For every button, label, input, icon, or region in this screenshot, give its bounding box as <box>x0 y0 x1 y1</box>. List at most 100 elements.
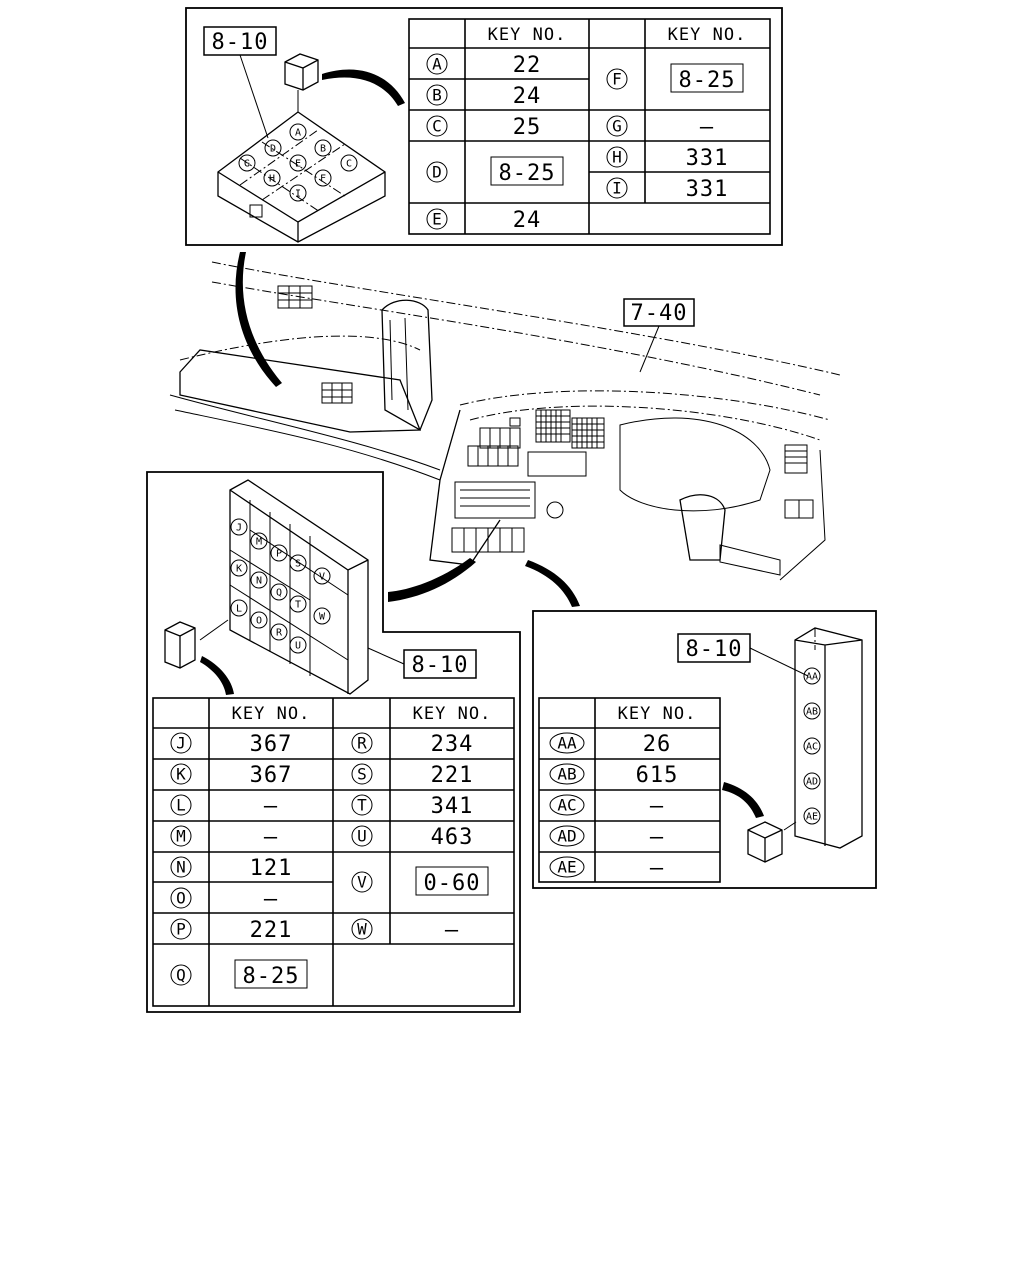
key-number: 221 <box>250 918 293 943</box>
key-letter-badge: AB <box>549 763 585 785</box>
key-letter: S <box>295 559 301 570</box>
key-letter-badge: AC <box>803 737 821 755</box>
key-letter: K <box>236 564 242 575</box>
key-letter-badge: AD <box>549 825 585 847</box>
key-letter-badge: T <box>351 794 373 816</box>
key-letter-badge: K <box>230 559 248 577</box>
key-number: – <box>264 825 278 850</box>
key-number: 8-25 <box>679 68 736 93</box>
key-number: – <box>650 825 664 850</box>
key-letter-badge: G <box>238 154 256 172</box>
key-letter-badge: L <box>170 794 192 816</box>
key-letter-badge: AE <box>803 807 821 825</box>
key-letter-badge: S <box>351 763 373 785</box>
key-number: 367 <box>250 732 293 757</box>
key-letter: H <box>269 174 275 185</box>
key-letter-badge: D <box>426 161 448 183</box>
key-number: 615 <box>636 763 679 788</box>
key-letter-badge: V <box>313 567 331 585</box>
key-number: – <box>264 794 278 819</box>
callout-top-8-10: 8-10 <box>203 26 277 139</box>
key-letter-badge: Q <box>270 583 288 601</box>
key-table-row: AC – <box>549 794 664 819</box>
key-letter: A <box>432 55 442 74</box>
key-letter: M <box>256 537 262 548</box>
key-letter: AA <box>806 672 818 683</box>
key-letter-badge: V <box>351 871 373 893</box>
key-letter-badge: Q <box>170 964 192 986</box>
key-number: 234 <box>431 732 474 757</box>
key-letter: P <box>176 920 186 939</box>
key-table-row: P 221 <box>170 918 293 943</box>
key-letter: U <box>357 827 367 846</box>
key-letter-badge: E <box>289 154 307 172</box>
leader-arrow-icon <box>322 69 405 106</box>
key-letter: R <box>357 734 367 753</box>
key-letter-badge: K <box>170 763 192 785</box>
key-letter: D <box>432 163 442 182</box>
key-table-row: AD – <box>549 825 664 850</box>
svg-text:8-10: 8-10 <box>686 637 743 662</box>
key-letter: W <box>357 920 367 939</box>
key-letter: J <box>236 523 242 534</box>
key-letter: T <box>295 600 301 611</box>
key-letter: O <box>176 889 186 908</box>
key-letter-badge: T <box>289 595 307 613</box>
reference-box <box>234 959 308 989</box>
dashboard-illustration: 7-40 <box>169 252 841 607</box>
key-letter: B <box>432 86 442 105</box>
svg-text:8-10: 8-10 <box>412 653 469 678</box>
key-letter-badge: W <box>351 918 373 940</box>
key-letter: AD <box>557 827 576 846</box>
key-number: – <box>700 115 714 140</box>
key-number: 341 <box>431 794 474 819</box>
key-table-row: O– <box>170 887 278 912</box>
key-letter: AC <box>557 796 576 815</box>
key-letter: Q <box>276 588 282 599</box>
key-number: – <box>650 794 664 819</box>
key-table-row: M– <box>170 825 278 850</box>
leader-arrow-icon <box>525 560 580 607</box>
key-letter-badge: M <box>170 825 192 847</box>
key-letter-badge: N <box>250 571 268 589</box>
key-table-row: T 341 <box>351 794 474 819</box>
header-key-no: KEY NO. <box>413 704 492 724</box>
key-letter: AB <box>806 707 818 718</box>
key-number: 221 <box>431 763 474 788</box>
key-letter-badge: R <box>270 623 288 641</box>
key-number: – <box>264 887 278 912</box>
header-key-no: KEY NO. <box>488 25 567 45</box>
key-letter: AD <box>806 777 818 788</box>
leader-arrow-icon <box>388 558 476 602</box>
key-letter-badge: U <box>289 636 307 654</box>
key-letter-badge: AB <box>803 702 821 720</box>
key-letter: AC <box>806 742 818 753</box>
reference-box <box>415 866 489 896</box>
key-letter: U <box>295 641 301 652</box>
key-table-row: G– <box>606 115 714 140</box>
key-letter: R <box>276 628 283 639</box>
key-table-row: L– <box>170 794 278 819</box>
key-letter-badge: O <box>170 887 192 909</box>
key-letter-badge: L <box>230 599 248 617</box>
key-letter-badge: A <box>289 123 307 141</box>
key-letter: Q <box>176 966 186 985</box>
key-letter: P <box>276 549 282 560</box>
key-letter-badge: U <box>351 825 373 847</box>
key-number: 367 <box>250 763 293 788</box>
key-letter-badge: E <box>426 208 448 230</box>
key-letter: N <box>176 858 186 877</box>
key-letter-badge: AA <box>549 732 585 754</box>
key-letter: E <box>432 210 442 229</box>
key-letter-badge: AC <box>549 794 585 816</box>
key-letter-badge: I <box>289 184 307 202</box>
